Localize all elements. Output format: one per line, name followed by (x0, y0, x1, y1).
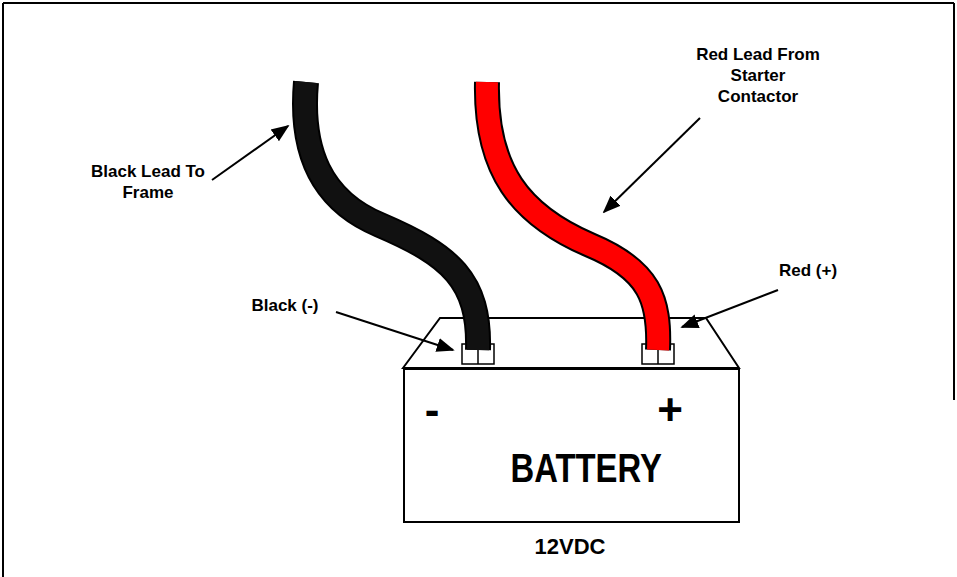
battery-name: BATTERY (511, 448, 662, 488)
part-label: Red (+) (758, 260, 858, 281)
polarity-mark: - (425, 388, 440, 432)
black-cable (305, 82, 478, 350)
battery-case: -+BATTERY12VDC (403, 368, 740, 523)
voltage-rating: 12VDC (535, 536, 606, 558)
polarity-mark: + (657, 388, 683, 432)
part-label: Black (-) (235, 295, 335, 316)
page-frame (3, 3, 954, 577)
part-label: Red Lead From Starter Contactor (693, 44, 823, 107)
part-label: Black Lead To Frame (83, 161, 213, 203)
leader-line (212, 118, 778, 350)
red-cable (487, 82, 658, 350)
terminal (462, 344, 674, 364)
